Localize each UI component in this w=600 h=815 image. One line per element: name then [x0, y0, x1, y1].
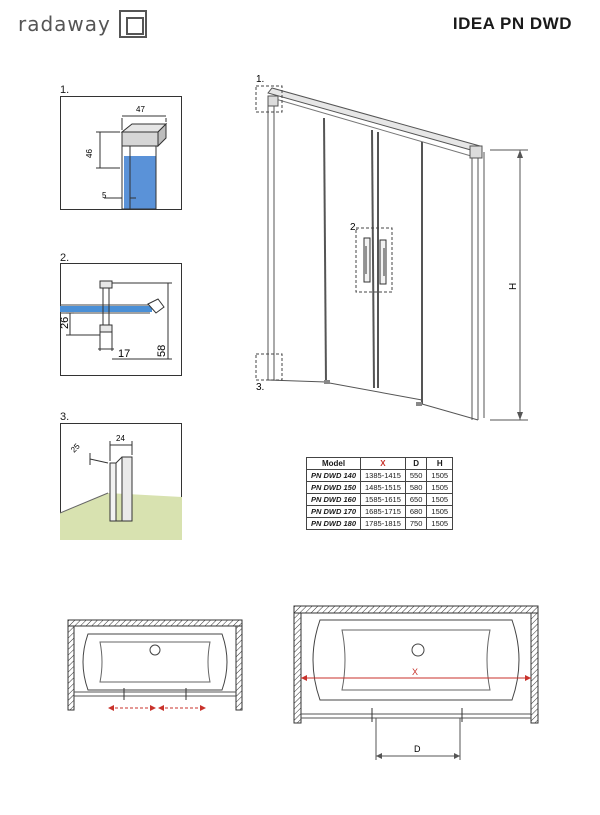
- callout-box-1: [255, 85, 283, 113]
- table-cell: 1785-1815: [360, 517, 406, 530]
- detail-3-floor: [60, 493, 182, 540]
- detail-2-dim-height: 58: [156, 345, 168, 357]
- table-cell: 580: [404, 481, 428, 494]
- handle-left: [363, 237, 371, 283]
- detail-1-glass: [124, 156, 156, 209]
- detail-2-dim-depth: 26: [60, 317, 71, 329]
- spec-col-d: D: [404, 457, 428, 470]
- table-cell: PN DWD 140: [305, 469, 362, 482]
- brand-name: radaway: [18, 12, 111, 36]
- table-cell: 750: [404, 517, 428, 530]
- plan-d-label: D: [414, 744, 421, 754]
- table-cell: 1585-1615: [360, 493, 406, 506]
- detail-1-label: 1.: [60, 84, 70, 96]
- table-cell: PN DWD 160: [305, 493, 362, 506]
- table-cell: 1685-1715: [360, 505, 406, 518]
- detail-3-profile-left: [109, 462, 117, 522]
- table-cell: 550: [404, 469, 428, 482]
- plan-view-left: [67, 619, 243, 711]
- table-cell: 650: [404, 493, 428, 506]
- detail-1-dim-gap: 5: [102, 191, 107, 200]
- product-title: IDEA PN DWD: [452, 14, 572, 33]
- detail-2-handle-bottom: [99, 324, 113, 333]
- table-row: PN DWD 140 1385-1415 550 1505: [305, 469, 454, 482]
- table-cell: 1505: [426, 505, 454, 518]
- detail-1-profile: [121, 131, 159, 147]
- table-cell: 1505: [426, 517, 454, 530]
- table-row: PN DWD 150 1485-1515 580 1505: [305, 481, 454, 494]
- bathtub-left: [82, 633, 228, 691]
- detail-3-label: 3.: [60, 411, 70, 423]
- callout-label-3: 3.: [256, 382, 264, 393]
- spec-col-h: H: [426, 457, 454, 470]
- detail-1-drawing: 47 46 5: [60, 96, 182, 210]
- table-row: PN DWD 160 1585-1615 650 1505: [305, 493, 454, 506]
- plan-x-label: X: [412, 667, 418, 677]
- handle-right: [379, 239, 387, 285]
- table-cell: 1505: [426, 481, 454, 494]
- main-front-view: 1. 2. 3. H: [255, 74, 528, 421]
- table-cell: 1505: [426, 469, 454, 482]
- table-row: PN DWD 170 1685-1715 680 1505: [305, 505, 454, 518]
- detail-2-handle-top: [99, 280, 113, 289]
- callout-box-3: [255, 353, 283, 381]
- table-cell: PN DWD 170: [305, 505, 362, 518]
- callout-label-1: 1.: [256, 74, 264, 85]
- callout-box-2: [355, 227, 393, 293]
- table-cell: 1505: [426, 493, 454, 506]
- brand-logo: radaway: [18, 10, 147, 38]
- spec-table: Model X D H PN DWD 140 1385-1415 550 150…: [305, 457, 454, 530]
- spec-col-x: X: [360, 457, 406, 470]
- table-cell: 680: [404, 505, 428, 518]
- detail-3-profile-right: [121, 456, 133, 522]
- table-cell: PN DWD 180: [305, 517, 362, 530]
- detail-1-dim-width: 47: [136, 105, 145, 114]
- spec-table-header-row: Model X D H: [305, 457, 454, 470]
- height-dimension-label: H: [508, 283, 519, 290]
- table-row: PN DWD 180 1785-1815 750 1505: [305, 517, 454, 530]
- detail-3-dim-width: 24: [116, 434, 125, 443]
- callout-label-2: 2.: [350, 222, 358, 233]
- bathtub-right: [312, 619, 520, 701]
- table-cell: 1485-1515: [360, 481, 406, 494]
- detail-2-dim-width: 17: [118, 348, 130, 360]
- table-cell: PN DWD 150: [305, 481, 362, 494]
- table-cell: 1385-1415: [360, 469, 406, 482]
- detail-2-glass: [60, 306, 152, 312]
- detail-2-drawing: 26 17 58: [60, 263, 182, 376]
- detail-2-label: 2.: [60, 252, 70, 264]
- spec-col-model: Model: [305, 457, 362, 470]
- detail-3-drawing: 25 24: [60, 423, 182, 540]
- brand-square-icon: [118, 10, 147, 38]
- detail-1-dim-height: 46: [85, 149, 94, 158]
- plan-view-right: X D: [293, 605, 539, 760]
